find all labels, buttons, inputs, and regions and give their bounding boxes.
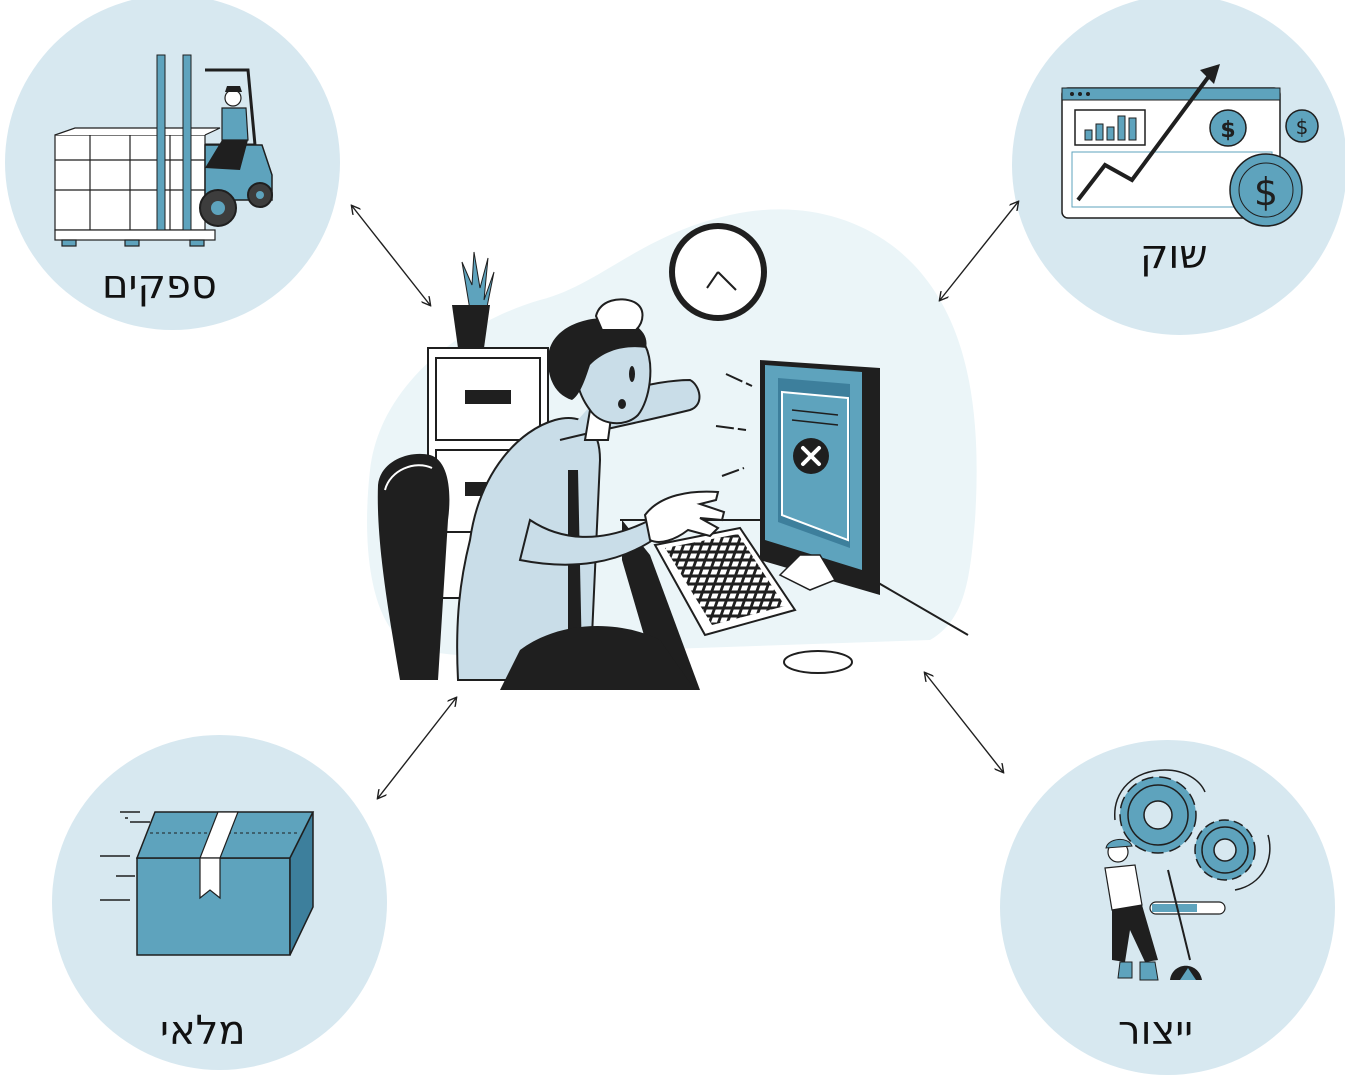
suppliers-label: ספקים — [102, 262, 217, 308]
arrow-market-center — [940, 202, 1018, 300]
mouse-icon — [783, 650, 853, 674]
rising-chart-icon: $ $ $ — [1061, 64, 1319, 227]
dollar-coin-icon: $ — [1229, 153, 1303, 227]
gear-icon — [1119, 776, 1197, 854]
arrow-suppliers-center — [352, 206, 430, 305]
wall-clock-icon — [669, 223, 767, 321]
forklift-icon — [54, 54, 273, 247]
arrow-production-center — [925, 673, 1003, 772]
inventory-label: מלאי — [160, 1008, 246, 1054]
gear-icon — [1194, 819, 1256, 881]
office-chair-icon — [377, 453, 450, 680]
stressed-office-worker-icon — [367, 209, 977, 690]
monitor-icon — [715, 360, 880, 595]
svg-text:$: $ — [1254, 170, 1278, 214]
arrow-inventory-center — [378, 698, 456, 798]
svg-text:$: $ — [1220, 118, 1235, 143]
production-label: ייצור — [1118, 1008, 1194, 1054]
potted-plant-icon — [452, 251, 495, 348]
gears-worker-icon — [1104, 769, 1271, 981]
error-x-icon — [793, 438, 829, 474]
dollar-coin-icon: $ — [1209, 109, 1247, 147]
person-figure — [456, 298, 726, 690]
svg-text:$: $ — [1296, 115, 1309, 139]
dollar-coin-icon: $ — [1285, 109, 1319, 143]
package-box-icon — [100, 811, 315, 956]
market-label: שוק — [1140, 232, 1208, 278]
